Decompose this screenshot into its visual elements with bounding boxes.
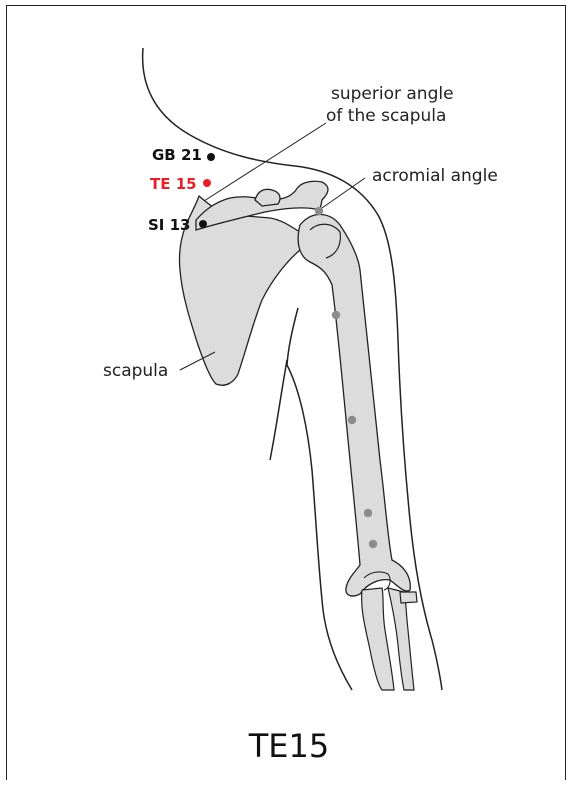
label-si13: SI 13 <box>148 216 190 234</box>
label-scapula: scapula <box>103 361 168 381</box>
label-te15: TE 15 <box>150 175 197 193</box>
radius-bone <box>362 588 394 690</box>
coracoid-process <box>255 189 280 206</box>
label-superior-angle-line2: of the scapula <box>326 106 446 126</box>
marker-arm-1 <box>332 311 340 319</box>
marker-arm-2 <box>348 416 356 424</box>
body-outline-side <box>270 360 287 460</box>
point-si13-dot <box>199 220 207 228</box>
olecranon <box>400 592 417 603</box>
figure-title: TE15 <box>248 727 329 765</box>
point-te15-dot <box>203 179 211 187</box>
label-gb21: GB 21 <box>152 146 202 164</box>
point-gb21-dot <box>207 153 215 161</box>
label-superior-angle-line1: superior angle <box>331 84 454 104</box>
leader-acromial-angle <box>322 178 365 208</box>
marker-arm-4 <box>369 540 377 548</box>
label-acromial-angle: acromial angle <box>372 166 498 186</box>
marker-arm-3 <box>364 509 372 517</box>
marker-acromion <box>315 207 323 215</box>
